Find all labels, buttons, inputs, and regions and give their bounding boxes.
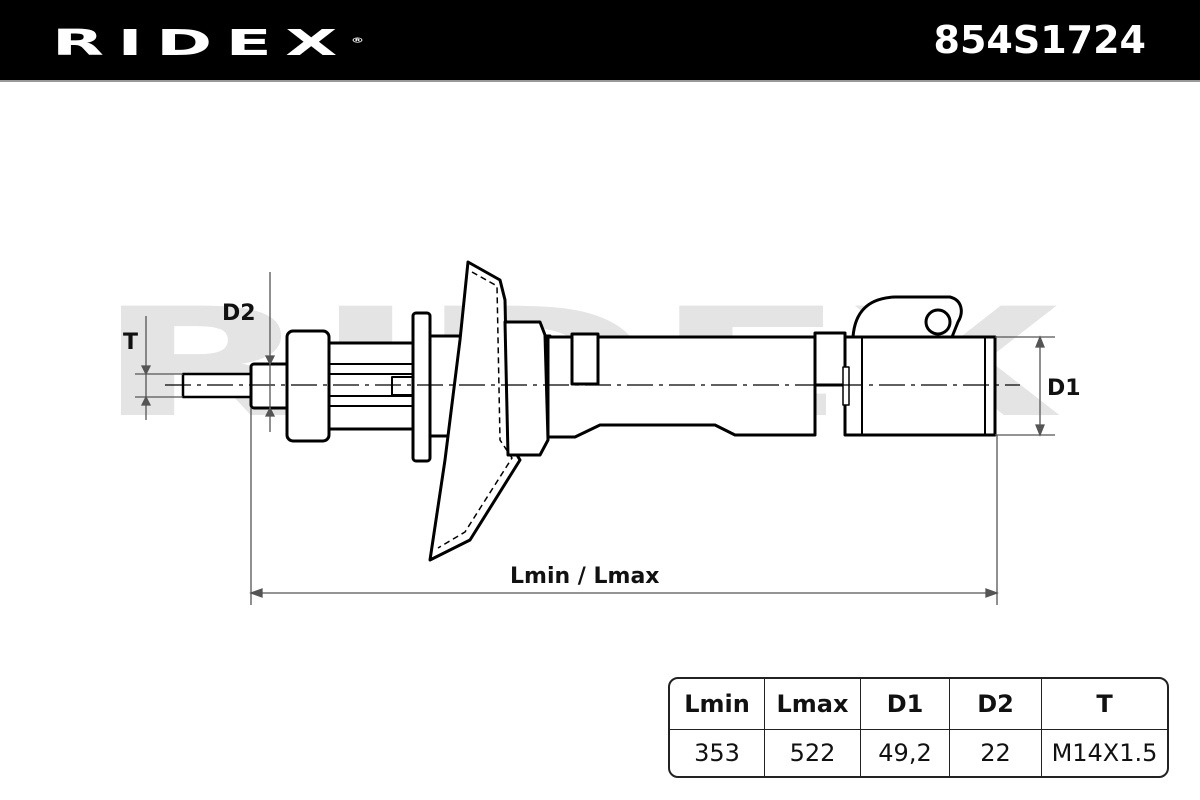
header-cell: T (1041, 679, 1167, 730)
d2-label: D2 (222, 301, 256, 326)
value-cell: 22 (949, 728, 1042, 776)
table-header-row: Lmin Lmax D1 D2 T (670, 679, 1167, 730)
dimension-lines (135, 272, 1055, 605)
header-cell: D2 (949, 679, 1042, 730)
brand-logo: RIDEX® (52, 22, 364, 64)
header-cell: Lmin (670, 679, 765, 730)
value-cell: 49,2 (860, 728, 950, 776)
brand-name: RIDEX (52, 22, 351, 64)
registered-mark: ® (350, 36, 365, 45)
spec-table: Lmin Lmax D1 D2 T 353 522 49,2 22 M14X1.… (668, 677, 1169, 778)
table-row: 353 522 49,2 22 M14X1.5 (670, 728, 1167, 776)
value-cell: M14X1.5 (1041, 728, 1167, 776)
strut-body (181, 260, 997, 562)
header-cell: Lmax (764, 679, 861, 730)
header-cell: D1 (860, 679, 950, 730)
header-bar: RIDEX® 854S1724 (0, 0, 1200, 82)
part-number: 854S1724 (933, 18, 1146, 62)
d1-label: D1 (1047, 376, 1081, 401)
shock-absorber-drawing: RIDEX (95, 260, 1081, 605)
value-cell: 353 (670, 728, 765, 776)
value-cell: 522 (764, 728, 861, 776)
length-label: Lmin / Lmax (510, 564, 659, 589)
t-label: T (123, 330, 138, 355)
